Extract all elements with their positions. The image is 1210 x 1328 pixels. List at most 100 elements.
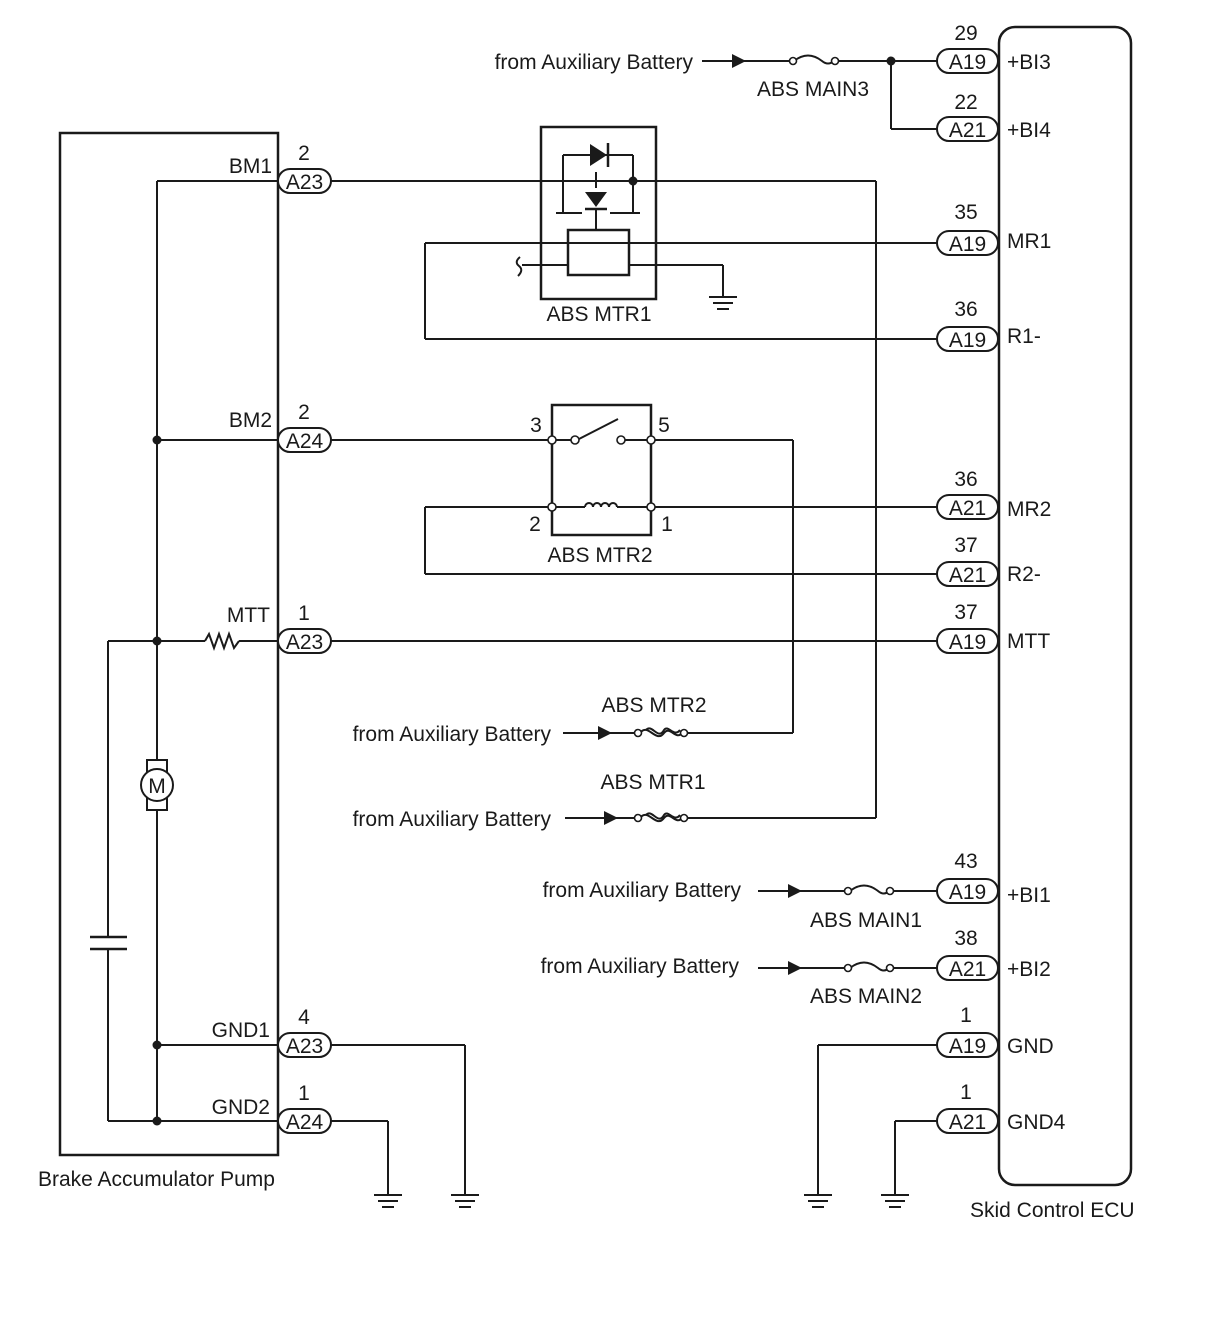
ground-symbol xyxy=(451,1194,479,1208)
connector-id: A23 xyxy=(286,631,323,654)
pin-name: MR2 xyxy=(1007,498,1051,521)
pin-number: 37 xyxy=(954,534,977,557)
connector-id: A21 xyxy=(949,1111,986,1134)
ecu-label: Skid Control ECU xyxy=(970,1199,1135,1222)
relay2-label: ABS MTR2 xyxy=(547,544,652,567)
pin-number: 1 xyxy=(960,1081,972,1104)
ecu-pin-bi1: 43 A19 +BI1 xyxy=(936,850,1051,907)
source-label: from Auxiliary Battery xyxy=(543,879,742,902)
capacitor-symbol xyxy=(90,935,127,951)
ecu-pin-bi3: 29 A19 +BI3 xyxy=(936,22,1051,74)
pin-number: 38 xyxy=(954,927,977,950)
pin-name: GND2 xyxy=(212,1096,270,1119)
connector-id: A19 xyxy=(949,233,986,256)
ecu-pin-bi2: 38 A21 +BI2 xyxy=(936,927,1051,981)
fuse-label: ABS MAIN1 xyxy=(810,909,922,932)
ground-symbol xyxy=(374,1194,402,1208)
pin-number: 2 xyxy=(298,142,310,165)
pin-name: +BI4 xyxy=(1007,119,1051,142)
pin-number: 22 xyxy=(954,91,977,114)
pin-name: MTT xyxy=(227,604,270,627)
pin-name: GND4 xyxy=(1007,1111,1066,1134)
fuse-label: ABS MTR1 xyxy=(600,771,705,794)
pin-number: 2 xyxy=(298,401,310,424)
pin-name: +BI1 xyxy=(1007,884,1051,907)
relay2-pin-2: 2 xyxy=(529,513,541,536)
pump-pin-bm2: BM2 2 A24 xyxy=(229,401,332,453)
pin-number: 1 xyxy=(298,1082,310,1105)
abs-mtr2-relay: 3 5 2 1 ABS MTR2 xyxy=(529,403,673,567)
source-abs-mtr2: from Auxiliary Battery ABS MTR2 xyxy=(353,694,793,746)
pump-pin-bm1: BM1 2 A23 xyxy=(229,142,332,194)
connector-id: A19 xyxy=(949,1035,986,1058)
brake-accumulator-pump-box xyxy=(58,131,280,1157)
ecu-pin-mtt: 37 A19 MTT xyxy=(936,601,1050,654)
ecu-pin-bi4: 22 A21 +BI4 xyxy=(936,91,1051,142)
source-abs-main3: from Auxiliary Battery ABS MAIN3 xyxy=(495,51,869,101)
connector-id: A23 xyxy=(286,171,323,194)
pump-pin-mtt: MTT 1 A23 xyxy=(227,602,332,654)
connector-id: A19 xyxy=(949,329,986,352)
relay2-pin-1: 1 xyxy=(661,513,673,536)
fuse-label: ABS MAIN3 xyxy=(757,78,869,101)
source-label: from Auxiliary Battery xyxy=(495,51,694,74)
pump-pin-gnd1: GND1 4 A23 xyxy=(212,1006,332,1058)
ecu-pin-mr1: 35 A19 MR1 xyxy=(936,201,1051,256)
pin-name: +BI2 xyxy=(1007,958,1051,981)
connector-id: A19 xyxy=(949,881,986,904)
source-label: from Auxiliary Battery xyxy=(353,808,552,831)
pin-name: GND xyxy=(1007,1035,1054,1058)
ground-symbol xyxy=(881,1194,909,1208)
thermistor-symbol xyxy=(204,631,240,651)
ecu-pin-gnd4: 1 A21 GND4 xyxy=(936,1081,1066,1134)
abs-mtr1-relay: ABS MTR1 xyxy=(515,125,737,326)
pin-number: 29 xyxy=(954,22,977,45)
pin-number: 1 xyxy=(298,602,310,625)
connector-id: A23 xyxy=(286,1035,323,1058)
connector-id: A19 xyxy=(949,51,986,74)
motor-symbol: M xyxy=(140,759,174,811)
pin-number: 36 xyxy=(954,468,977,491)
source-abs-main1: from Auxiliary Battery ABS MAIN1 xyxy=(543,879,922,932)
relay2-pin-3: 3 xyxy=(530,414,542,437)
pin-name: MR1 xyxy=(1007,230,1051,253)
pin-number: 4 xyxy=(298,1006,310,1029)
ground-symbol xyxy=(804,1194,832,1208)
connector-id: A19 xyxy=(949,631,986,654)
motor-label: M xyxy=(148,775,166,798)
source-label: from Auxiliary Battery xyxy=(541,955,740,978)
skid-control-ecu-box xyxy=(997,25,1133,1187)
pin-name: R2- xyxy=(1007,563,1041,586)
connector-id: A21 xyxy=(949,958,986,981)
source-abs-main2: from Auxiliary Battery ABS MAIN2 xyxy=(541,955,922,1008)
pin-name: +BI3 xyxy=(1007,51,1051,74)
fuse-label: ABS MTR2 xyxy=(601,694,706,717)
connector-id: A21 xyxy=(949,497,986,520)
pin-name: BM1 xyxy=(229,155,272,178)
connector-id: A24 xyxy=(286,1111,324,1134)
pump-label: Brake Accumulator Pump xyxy=(38,1168,275,1191)
pin-number: 1 xyxy=(960,1004,972,1027)
connector-id: A24 xyxy=(286,430,324,453)
pin-name: GND1 xyxy=(212,1019,270,1042)
pump-pin-gnd2: GND2 1 A24 xyxy=(212,1082,332,1134)
source-abs-mtr1: from Auxiliary Battery ABS MTR1 xyxy=(353,771,876,831)
relay2-pin-5: 5 xyxy=(658,414,670,437)
pin-number: 37 xyxy=(954,601,977,624)
external-wiring xyxy=(331,56,937,1195)
ecu-pin-r1: 36 A19 R1- xyxy=(936,298,1041,352)
relay1-label: ABS MTR1 xyxy=(546,303,651,326)
pin-number: 43 xyxy=(954,850,977,873)
connector-id: A21 xyxy=(949,564,986,587)
connector-id: A21 xyxy=(949,119,986,142)
ecu-pin-gnd: 1 A19 GND xyxy=(936,1004,1054,1058)
pin-number: 36 xyxy=(954,298,977,321)
pin-number: 35 xyxy=(954,201,977,224)
pump-internal-wiring xyxy=(107,180,278,1126)
fuse-label: ABS MAIN2 xyxy=(810,985,922,1008)
pin-name: R1- xyxy=(1007,325,1041,348)
ecu-pin-r2: 37 A21 R2- xyxy=(936,534,1041,587)
pin-name: BM2 xyxy=(229,409,272,432)
ecu-pin-mr2: 36 A21 MR2 xyxy=(936,468,1051,521)
